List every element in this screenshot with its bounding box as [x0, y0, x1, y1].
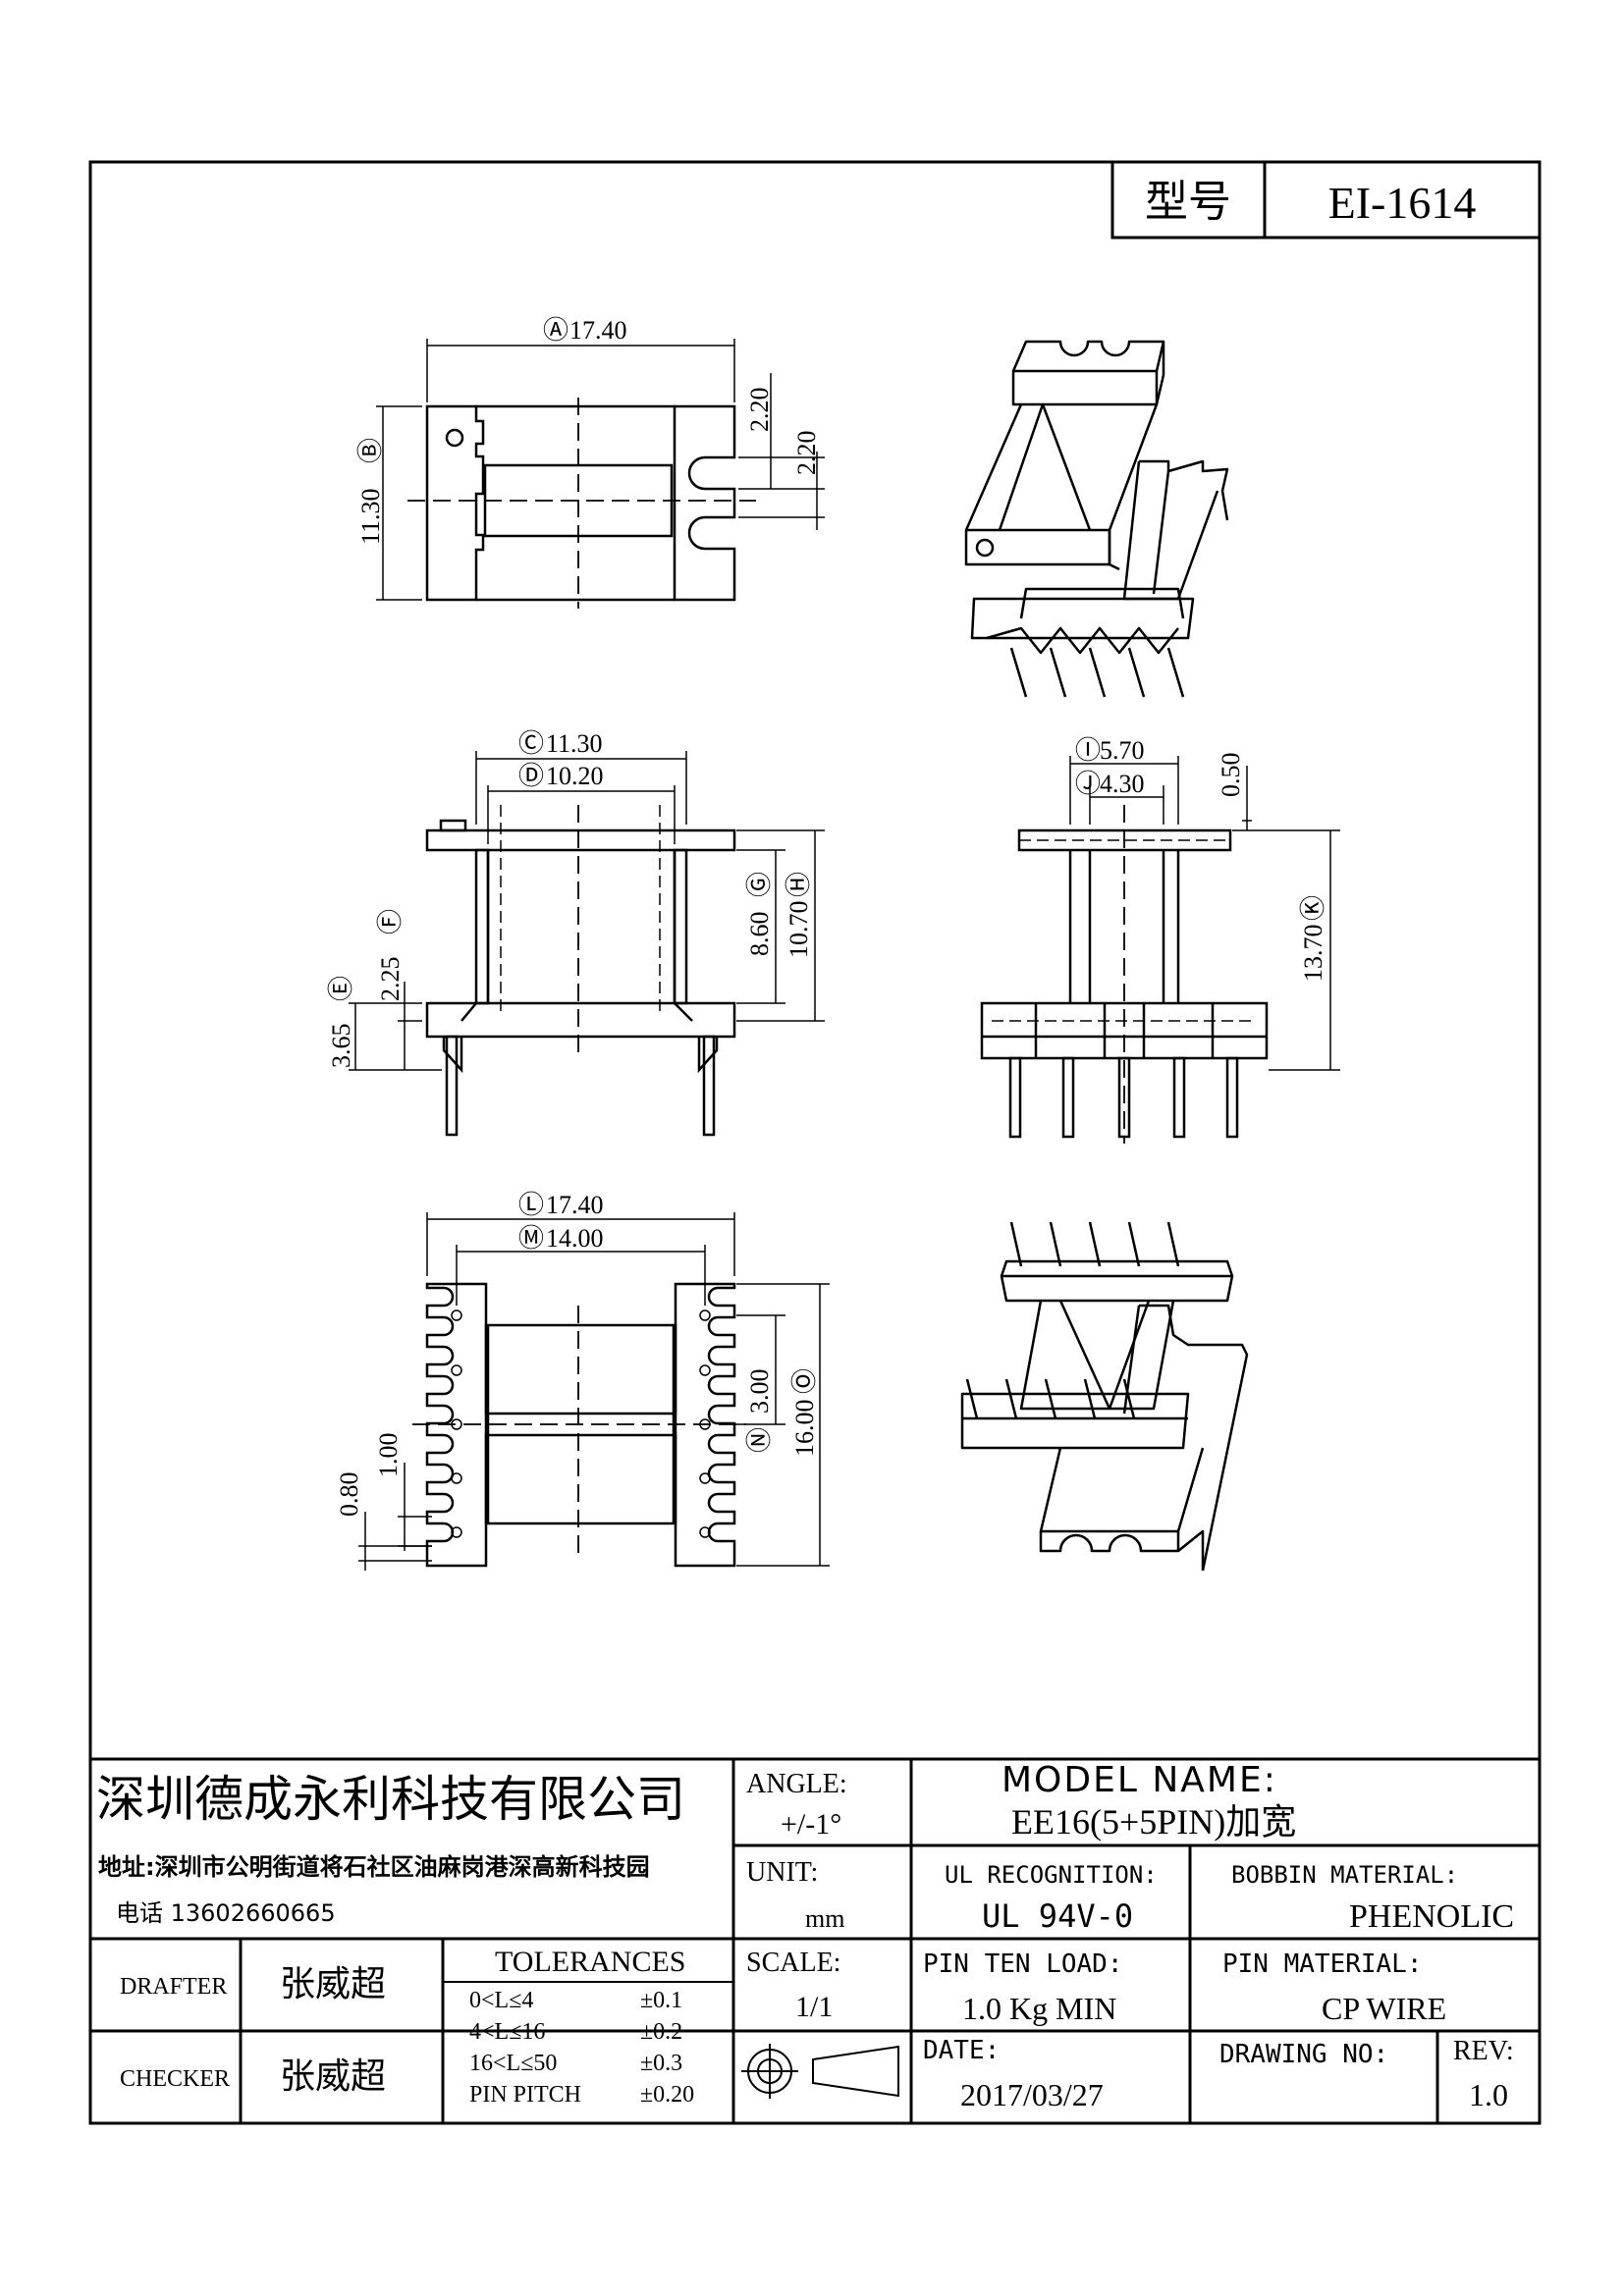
dim-g-value: 8.60 — [745, 912, 774, 957]
dim-i-value: 5.70 — [1100, 736, 1145, 765]
company-address: 地址:深圳市公明街道将石社区油麻岗港深高新科技园 — [98, 1853, 650, 1881]
dim-d-label: Ⓓ — [518, 762, 544, 790]
angle-value: +/-1° — [781, 1808, 842, 1841]
bobbin-material-value: PHENOLIC — [1349, 1898, 1515, 1935]
drafter-value: 张威超 — [280, 1964, 387, 2004]
pin-ten-load-value: 1.0 Kg MIN — [962, 1991, 1117, 2026]
title-block-grid — [90, 1757, 1540, 2123]
drawing-no-label: DRAWING NO: — [1219, 2040, 1389, 2069]
dim-d-value: 10.20 — [546, 762, 604, 790]
pin-material-label: PIN MATERIAL: — [1222, 1949, 1423, 1979]
isometric-view-top — [964, 340, 1229, 698]
dim-b-value: 11.30 — [356, 488, 385, 545]
company-name: 深圳德成永利科技有限公司 — [96, 1771, 685, 1828]
dim-a-value: 17.40 — [569, 316, 627, 345]
rev-value: 1.0 — [1469, 2077, 1508, 2112]
date-value: 2017/03/27 — [960, 2077, 1104, 2112]
unit-label: UNIT: — [746, 1857, 819, 1888]
company-phone: 电话 13602660665 — [116, 1899, 336, 1927]
tolerance-range-1: 0<L≤4 — [469, 1988, 534, 2013]
dim-o-value: 16.00 — [790, 1400, 819, 1458]
checker-value: 张威超 — [280, 2056, 387, 2097]
dim-e-label: Ⓔ — [327, 976, 355, 1001]
dim-flange-top: 0.50 — [1217, 753, 1245, 798]
dim-m-value: 14.00 — [546, 1224, 604, 1253]
ul-recognition-label: UL RECOGNITION: — [945, 1861, 1158, 1889]
scale-value: 1/1 — [795, 1991, 834, 2023]
drafter-label: DRAFTER — [120, 1974, 228, 2000]
dim-c-value: 11.30 — [546, 729, 603, 758]
dim-h-label: Ⓗ — [785, 872, 813, 897]
model-name-label: MODEL NAME: — [1001, 1760, 1277, 1800]
model-box-label: 型号 — [1145, 178, 1231, 226]
front-view — [349, 751, 825, 1137]
dim-slot-bottom: 2.20 — [792, 431, 821, 476]
tolerance-value-2: ±0.2 — [640, 2019, 683, 2045]
tolerances-label: TOLERANCES — [495, 1946, 686, 1978]
dim-e-value: 3.65 — [327, 1024, 355, 1069]
tolerance-range-3: 16<L≤50 — [469, 2051, 558, 2076]
model-name-value: EE16(5+5PIN)加宽 — [1011, 1802, 1297, 1842]
ul-recognition-value: UL 94V-0 — [982, 1897, 1134, 1935]
bobbin-material-label: BOBBIN MATERIAL: — [1231, 1861, 1459, 1889]
dim-slot-top: 2.20 — [745, 388, 774, 433]
model-box: 型号 EI-1614 — [1110, 160, 1542, 240]
dim-g-label: Ⓖ — [745, 872, 774, 897]
isometric-view-bottom — [960, 1221, 1249, 1572]
scale-label: SCALE: — [746, 1948, 841, 1978]
side-view — [980, 756, 1340, 1144]
checker-label: CHECKER — [120, 2066, 231, 2092]
dim-pitch-a: 1.00 — [374, 1433, 403, 1478]
dim-j-value: 4.30 — [1100, 770, 1145, 798]
dim-f-value: 2.25 — [376, 957, 405, 1002]
dim-k-label: Ⓚ — [1299, 895, 1327, 921]
bottom-view — [358, 1212, 830, 1571]
model-box-value: EI-1614 — [1328, 178, 1477, 228]
dim-b-label: Ⓑ — [356, 438, 385, 463]
dim-pitch-b: 0.80 — [335, 1472, 363, 1518]
tolerance-range-2: 4<L≤16 — [469, 2019, 546, 2045]
dim-j-label: Ⓙ — [1075, 770, 1101, 798]
sheet-border — [88, 160, 1542, 2125]
dim-n-label: Ⓝ — [745, 1427, 774, 1453]
dim-a-label: Ⓐ — [543, 316, 568, 345]
dim-i-label: Ⓘ — [1075, 736, 1101, 765]
pin-material-value: CP WIRE — [1322, 1991, 1447, 2026]
top-view — [376, 339, 825, 609]
rev-label: REV: — [1453, 2036, 1514, 2066]
date-label: DATE: — [923, 2036, 1001, 2065]
projection-symbol-icon — [741, 2044, 899, 2099]
tolerance-range-4: PIN PITCH — [469, 2082, 582, 2108]
dim-f-label: Ⓕ — [376, 909, 405, 934]
tolerance-value-1: ±0.1 — [640, 1988, 683, 2013]
pin-ten-load-label: PIN TEN LOAD: — [923, 1949, 1123, 1979]
tolerance-value-4: ±0.20 — [640, 2082, 695, 2108]
dim-c-label: Ⓒ — [518, 729, 544, 758]
dim-o-label: Ⓞ — [790, 1368, 819, 1394]
dim-n-value: 3.00 — [745, 1369, 774, 1415]
dim-l-value: 17.40 — [546, 1191, 604, 1219]
dim-l-label: Ⓛ — [518, 1191, 544, 1219]
tolerance-value-3: ±0.3 — [640, 2051, 683, 2076]
angle-label: ANGLE: — [746, 1769, 847, 1799]
dim-k-value: 13.70 — [1299, 925, 1327, 983]
dim-m-label: Ⓜ — [518, 1224, 544, 1253]
unit-value: mm — [805, 1904, 845, 1933]
dim-h-value: 10.70 — [785, 901, 813, 959]
